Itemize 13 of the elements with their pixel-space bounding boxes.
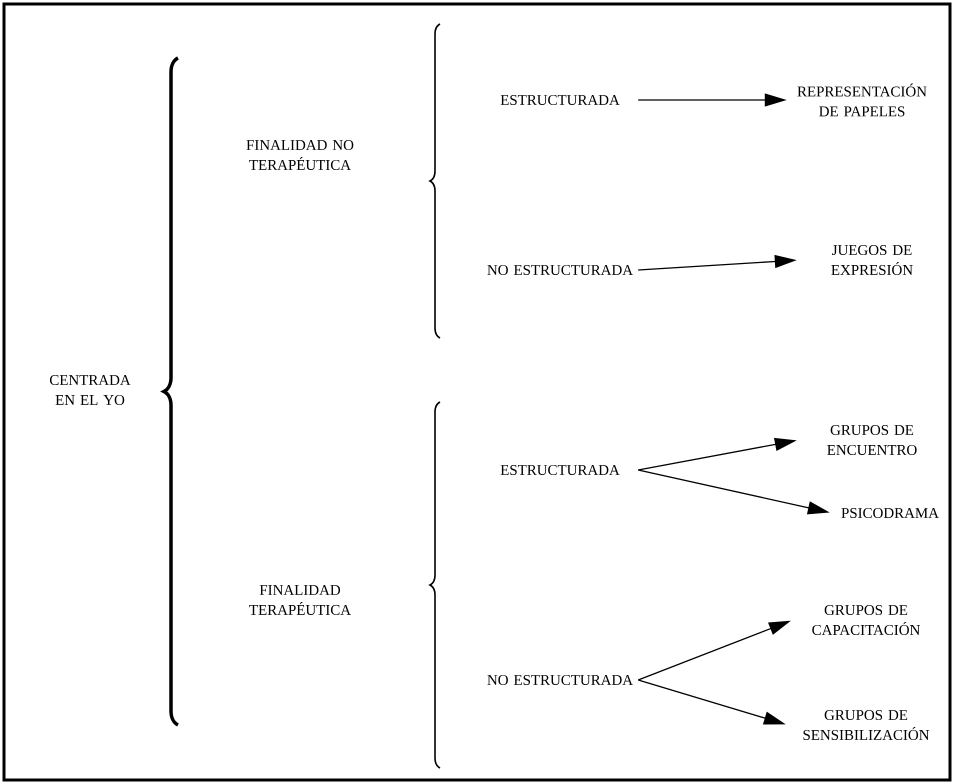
- label-text: GRUPOS DE ENCUENTRO: [827, 425, 917, 455]
- label-text: ESTRUCTURADA: [500, 94, 620, 106]
- label-text: FINALIDAD TERAPÉUTICA: [249, 585, 351, 615]
- label-text: JUEGOS DE EXPRESIÓN: [831, 245, 913, 275]
- label-text: NO ESTRUCTURADA: [487, 674, 633, 685]
- label-text: PSICODRAMA: [841, 508, 939, 518]
- label-text: ESTRUCTURADA: [500, 464, 620, 475]
- label-text: GRUPOS DE CAPACITACIÓN: [812, 605, 920, 635]
- label-text: FINALIDAD NO TERAPÉUTICA: [246, 140, 354, 170]
- label-text: CENTRADA EN EL YO: [50, 375, 131, 405]
- label-text: REPRESENTACIÓN DE PAPELES: [797, 84, 927, 116]
- label-text: GRUPOS DE SENSIBILIZACIÓN: [804, 710, 930, 740]
- label-text: NO ESTRUCTURADA: [487, 264, 633, 276]
